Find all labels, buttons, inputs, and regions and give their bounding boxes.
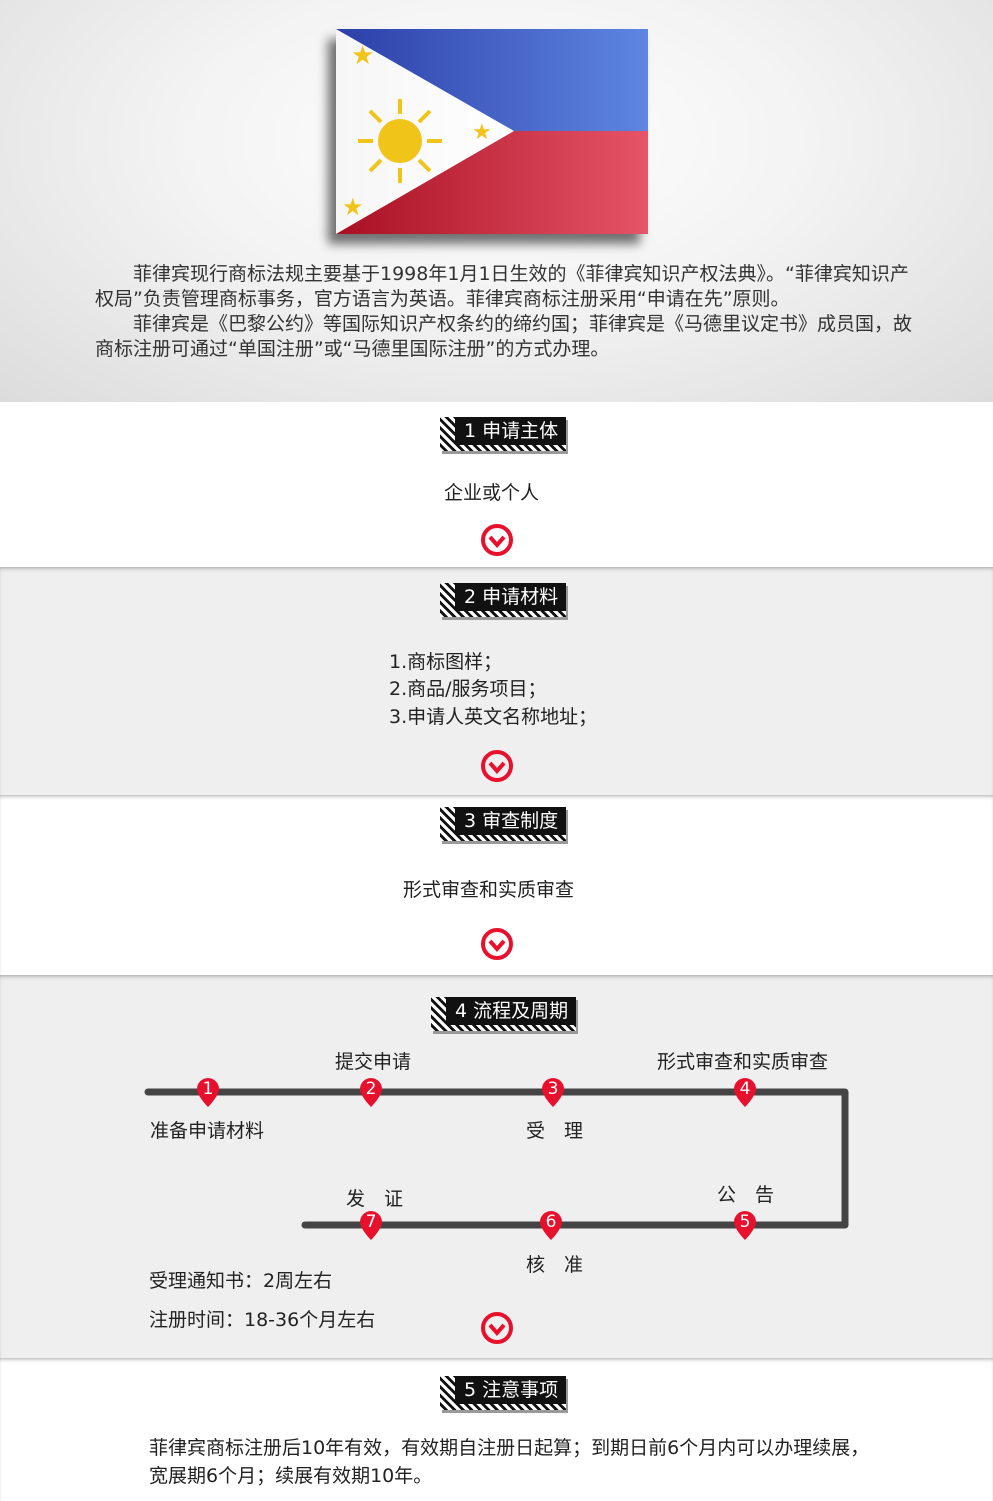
process-timeline — [144, 1088, 849, 1229]
section-materials: 2 申请材料 1.商标图样； 2.商品/服务项目； 3.申请人英文名称地址； — [0, 567, 993, 795]
step-5-marker: 5 — [732, 1209, 758, 1241]
step-4-marker: 4 — [732, 1076, 758, 1108]
notice-duration-text: 受理通知书：2周左右 — [149, 1270, 333, 1292]
section-process: 4 流程及周期 1 准备申请材料 2 提交申请 3 受 理 4 形式审查和实质审查 5 公 告 6 核… — [0, 975, 993, 1358]
section-3-badge: 3 审查制度 — [440, 807, 567, 841]
step-7-label: 发 证 — [346, 1188, 404, 1210]
section-4-badge: 4 流程及周期 — [431, 997, 577, 1031]
step-2-label: 提交申请 — [335, 1051, 412, 1073]
applicant-text: 企业或个人 — [444, 482, 540, 504]
intro-paragraph-1: 菲律宾现行商标法规主要基于1998年1月1日生效的《菲律宾知识产权法典》。“菲律… — [95, 263, 909, 310]
step-5-label: 公 告 — [717, 1184, 775, 1206]
chevron-down-icon — [481, 750, 513, 782]
notes-line-2: 宽展期6个月；续展有效期10年。 — [149, 1465, 433, 1487]
svg-text:★: ★ — [472, 120, 492, 145]
step-number: 6 — [545, 1212, 557, 1232]
material-item: 2.商品/服务项目； — [389, 678, 547, 700]
step-6-label: 核 准 — [526, 1254, 584, 1276]
section-1-title: 1 申请主体 — [464, 420, 559, 442]
section-applicant: 1 申请主体 企业或个人 — [0, 402, 993, 567]
examination-text: 形式审查和实质审查 — [403, 879, 575, 901]
intro-text: 菲律宾现行商标法规主要基于1998年1月1日生效的《菲律宾知识产权法典》。“菲律… — [95, 262, 920, 362]
section-2-badge: 2 申请材料 — [440, 583, 567, 617]
section-examination: 3 审查制度 形式审查和实质审查 — [0, 795, 993, 975]
material-item: 3.申请人英文名称地址； — [389, 706, 598, 728]
step-4-label: 形式审查和实质审查 — [657, 1051, 829, 1073]
hero-section: ★ ★ ★ 菲律宾现行商标法规主要基于1998年1月1日生效的《菲律宾知识产权法… — [0, 0, 993, 402]
intro-paragraph-2: 菲律宾是《巴黎公约》等国际知识产权条约的缔约国；菲律宾是《马德里议定书》成员国，… — [95, 313, 913, 360]
step-number: 1 — [202, 1079, 214, 1099]
step-number: 7 — [365, 1212, 377, 1232]
step-7-marker: 7 — [358, 1209, 384, 1241]
step-1-marker: 1 — [195, 1076, 221, 1108]
section-1-badge: 1 申请主体 — [440, 417, 567, 451]
section-3-title: 3 审查制度 — [464, 810, 559, 832]
step-number: 2 — [365, 1079, 377, 1099]
section-notes: 5 注意事项 菲律宾商标注册后10年有效，有效期自注册日起算；到期日前6个月内可… — [0, 1358, 993, 1501]
svg-text:★: ★ — [342, 193, 364, 221]
svg-text:★: ★ — [351, 41, 374, 71]
material-item: 1.商标图样； — [389, 651, 503, 673]
step-number: 4 — [739, 1079, 751, 1099]
step-1-label: 准备申请材料 — [150, 1120, 265, 1142]
chevron-down-icon — [481, 524, 513, 556]
step-6-marker: 6 — [538, 1209, 564, 1241]
step-number: 5 — [739, 1212, 751, 1232]
step-2-marker: 2 — [358, 1076, 384, 1108]
section-2-title: 2 申请材料 — [464, 586, 559, 608]
section-5-title: 5 注意事项 — [464, 1379, 559, 1401]
notes-line-1: 菲律宾商标注册后10年有效，有效期自注册日起算；到期日前6个月内可以办理续展， — [149, 1437, 870, 1459]
step-number: 3 — [547, 1079, 559, 1099]
chevron-down-icon — [481, 1312, 513, 1344]
section-5-badge: 5 注意事项 — [440, 1376, 567, 1410]
registration-duration-text: 注册时间：18-36个月左右 — [149, 1309, 376, 1331]
philippines-flag-image: ★ ★ ★ — [336, 29, 648, 234]
step-3-marker: 3 — [540, 1076, 566, 1108]
step-3-label: 受 理 — [526, 1120, 584, 1142]
section-4-title: 4 流程及周期 — [455, 1000, 569, 1022]
chevron-down-icon — [481, 928, 513, 960]
